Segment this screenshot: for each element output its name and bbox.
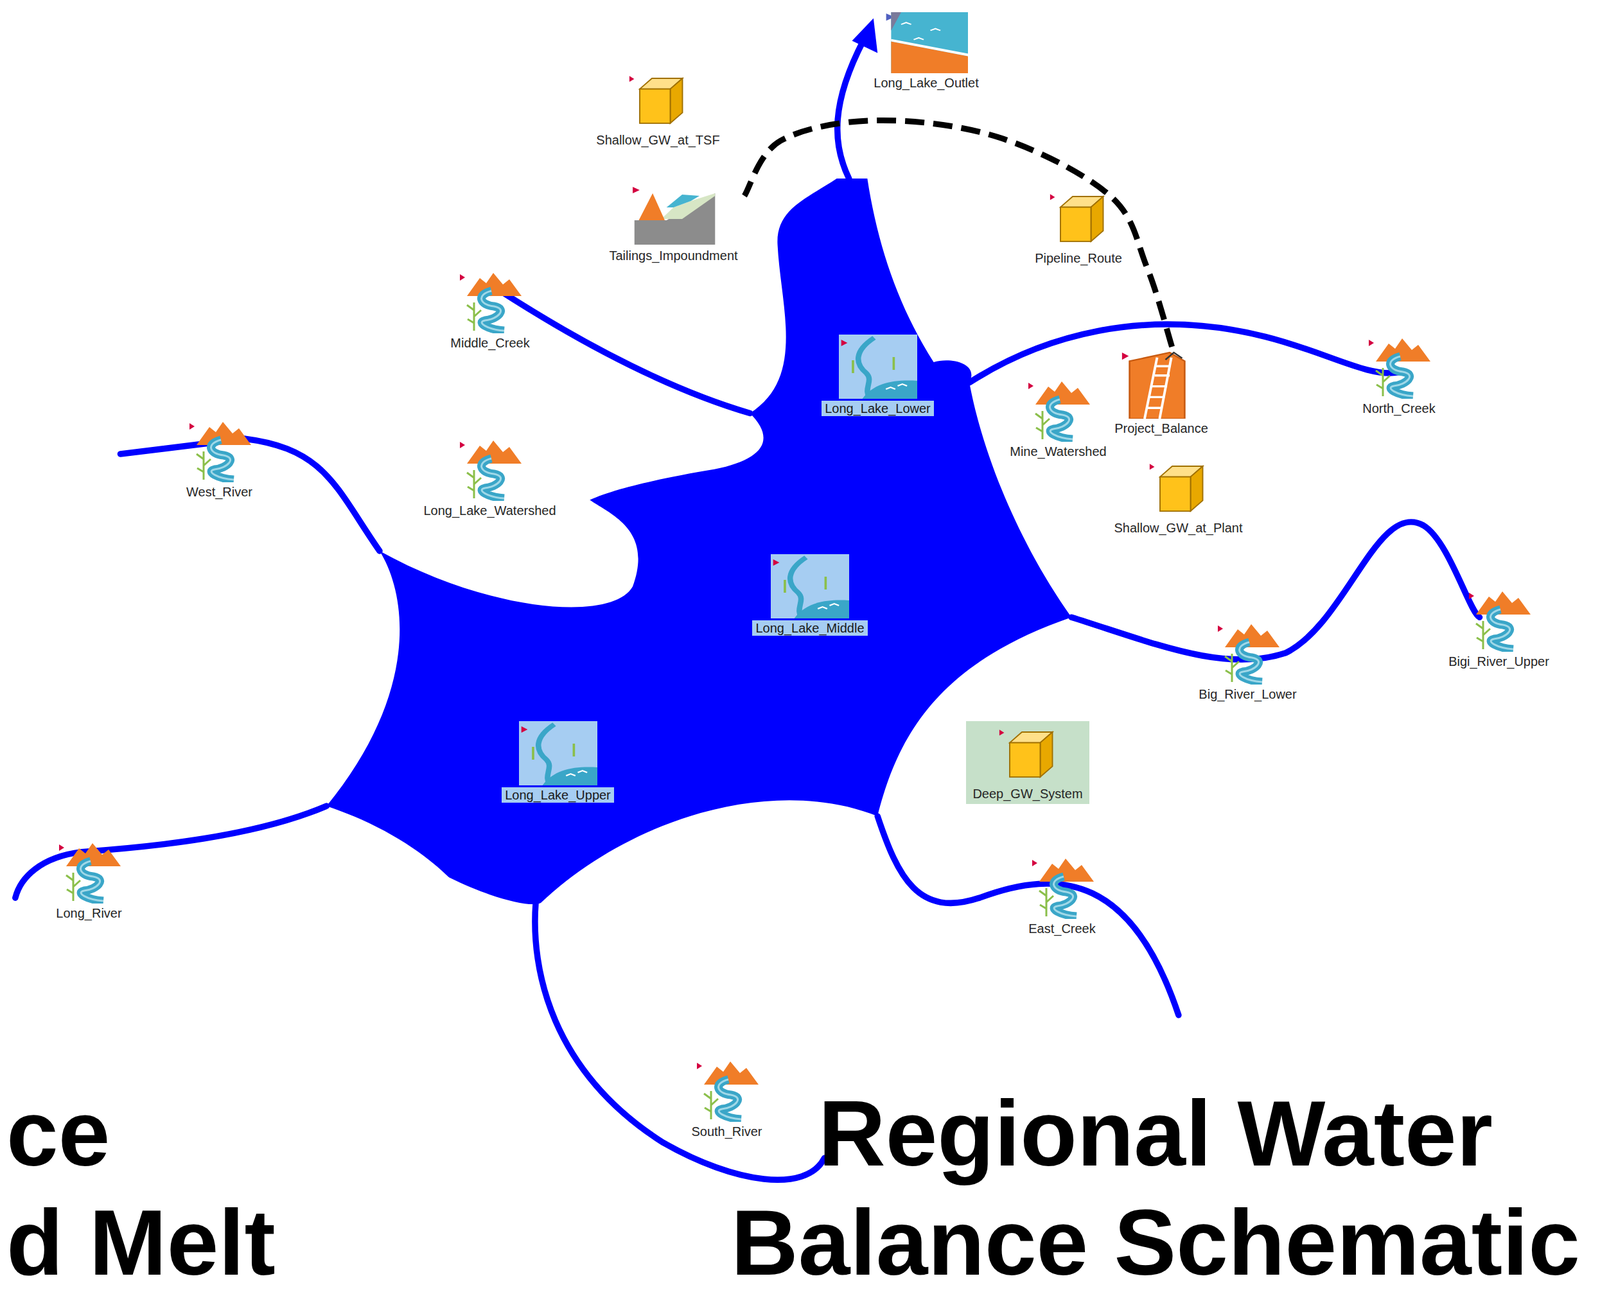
watershed-node: Long_River [49, 839, 129, 922]
node-label: Long_Lake_Middle [752, 620, 868, 636]
outlet-river [837, 41, 864, 179]
ws-icon [1030, 854, 1095, 920]
model-node: Shallow_GW_at_TSF [589, 71, 727, 148]
balance-icon [1119, 346, 1204, 419]
ws-icon [457, 436, 523, 502]
river [535, 903, 825, 1180]
node-label: Deep_GW_System [969, 786, 1086, 802]
lake-icon [518, 721, 598, 786]
node-label: Long_Lake_Lower [821, 400, 934, 417]
tailings-icon [630, 181, 717, 247]
ws-icon [694, 1057, 760, 1123]
river [120, 438, 380, 552]
node-label: Project_Balance [1111, 420, 1212, 437]
node-label: South_River [687, 1124, 765, 1140]
node-label: North_Creek [1359, 400, 1439, 417]
pipeline-connector [744, 120, 1173, 347]
model-node: Pipeline_Route [1028, 189, 1129, 266]
node-label: Long_Lake_Upper [501, 787, 615, 803]
node-label: Shallow_GW_at_Plant [1110, 520, 1246, 536]
cube-icon [1048, 189, 1110, 249]
river [499, 290, 750, 414]
ws-icon [1366, 334, 1432, 399]
ws-icon [1215, 620, 1281, 685]
node-label: Long_Lake_Outlet [870, 75, 982, 91]
lake-node: Long_Lake_Upper [498, 721, 618, 803]
watershed-node: North_Creek [1355, 334, 1442, 417]
node-label: East_Creek [1025, 921, 1099, 937]
model-node: Deep_GW_System [966, 721, 1090, 805]
node-label: Big_River_Lower [1195, 686, 1300, 703]
watershed-node: West_River [179, 418, 259, 500]
lake-node: Long_Lake_Middle [748, 554, 871, 636]
ws-icon [1467, 587, 1532, 652]
watershed-node: Long_Lake_Watershed [416, 436, 563, 519]
lake-icon [770, 554, 850, 619]
model-node: Long_Lake_Outlet [867, 12, 986, 91]
lake-icon [838, 334, 918, 399]
lake [326, 178, 1072, 905]
watershed-node: South_River [684, 1057, 769, 1140]
node-label: Mine_Watershed [1006, 443, 1110, 460]
river [1071, 522, 1480, 660]
watershed-node: East_Creek [1021, 854, 1103, 937]
diagram-title: Regional Water Balance Schematic [718, 1079, 1593, 1298]
cube-icon [1147, 459, 1209, 519]
node-label: Bigi_River_Upper [1445, 653, 1553, 670]
lake-node: Long_Lake_Lower [818, 334, 938, 417]
outlet-arrowhead [852, 18, 879, 54]
ws-icon [457, 269, 523, 334]
watershed-node: Mine_Watershed [1003, 377, 1114, 460]
model-node: Shallow_GW_at_Plant [1107, 459, 1250, 536]
outlet-icon [884, 12, 968, 74]
cube-icon [627, 71, 689, 131]
model-node: Tailings_Impoundment [602, 181, 745, 264]
model-node: Project_Balance [1107, 346, 1215, 437]
cut-heading-fragment: ce [6, 1079, 110, 1189]
node-label: Tailings_Impoundment [605, 247, 741, 264]
node-label: Middle_Creek [447, 335, 533, 351]
river [15, 806, 327, 898]
ws-icon [1026, 377, 1091, 442]
node-label: Pipeline_Route [1031, 250, 1126, 266]
watershed-node: Middle_Creek [443, 269, 537, 351]
ws-icon [187, 418, 252, 483]
river [877, 816, 1179, 1016]
watershed-node: Bigi_River_Upper [1441, 587, 1556, 670]
cube-icon [997, 725, 1059, 785]
node-label: Shallow_GW_at_TSF [592, 132, 723, 148]
node-label: Long_Lake_Watershed [420, 502, 559, 519]
watershed-node: Big_River_Lower [1192, 620, 1304, 703]
node-label: Long_River [52, 905, 125, 922]
ws-icon [57, 839, 122, 904]
cut-heading-fragment: d Melt [6, 1188, 276, 1298]
node-label: West_River [183, 484, 256, 500]
